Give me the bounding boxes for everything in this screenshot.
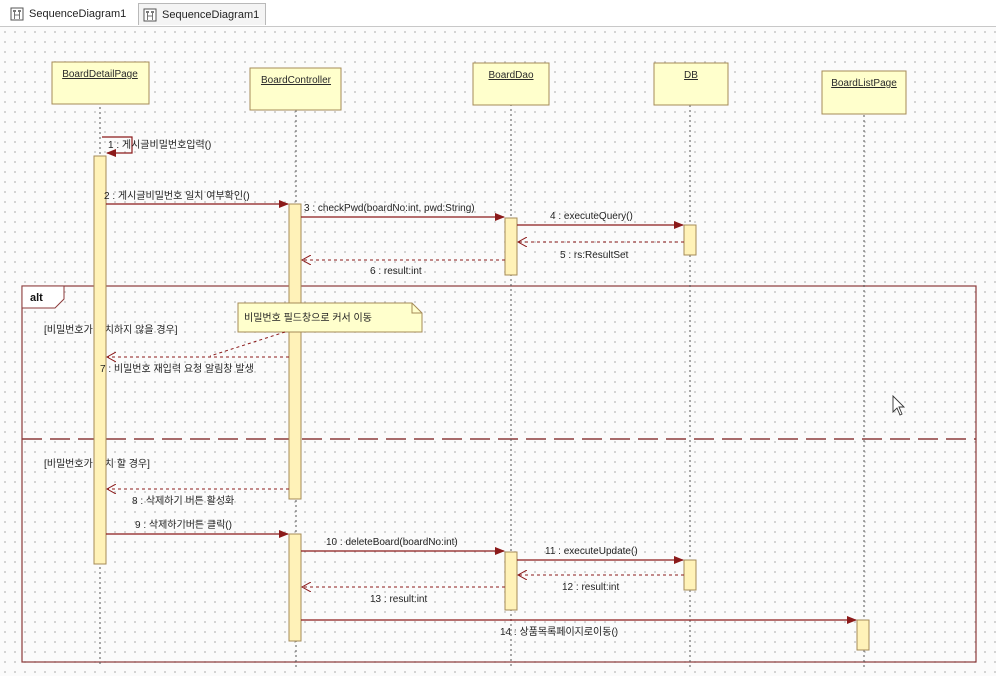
note-box[interactable] bbox=[237, 302, 423, 333]
activation-board-list-page[interactable] bbox=[856, 619, 870, 651]
tab-sequence-diagram-1[interactable]: SequenceDiagram1 bbox=[6, 3, 132, 25]
message-5-label: 5 : rs:ResultSet bbox=[560, 250, 629, 261]
lifeline-name: BoardController bbox=[261, 75, 332, 86]
lifeline-name: BoardListPage bbox=[831, 78, 897, 89]
lifeline-head-board-dao[interactable] bbox=[472, 62, 550, 106]
message-1-label: 1 : 게시글비밀번호입력() bbox=[108, 138, 211, 151]
lifeline-name: BoardDetailPage bbox=[62, 69, 138, 80]
message-2-label: 2 : 게시글비밀번호 일치 여부확인() bbox=[104, 190, 250, 202]
message-11-label: 11 : executeUpdate() bbox=[545, 546, 638, 557]
sequence-diagram: alt [비밀번호가 일치하지 않을 경우] [비밀번호가 일치 할 경우] B… bbox=[21, 61, 977, 667]
tab-sequence-diagram-1-active[interactable]: SequenceDiagram1 bbox=[138, 3, 267, 25]
lifeline-name: BoardDao bbox=[488, 70, 533, 81]
note-fold bbox=[411, 303, 422, 314]
message-4-label: 4 : executeQuery() bbox=[550, 211, 633, 222]
activation-board-dao-2[interactable] bbox=[504, 551, 518, 611]
diagram-icon bbox=[143, 8, 157, 22]
alt-condition-not-match: [비밀번호가 일치하지 않을 경우] bbox=[44, 323, 178, 336]
note-text: 비밀번호 필드창으로 커서 이동 bbox=[244, 312, 372, 324]
lifeline-name: DB bbox=[684, 70, 698, 81]
message-14-label: 14 : 상품목록페이지로이동() bbox=[500, 626, 618, 638]
lifeline-head-db[interactable] bbox=[653, 62, 729, 106]
diagram-icon bbox=[10, 7, 24, 21]
editor-tab-bar: SequenceDiagram1 SequenceDiagram1 bbox=[0, 0, 996, 27]
message-8-label: 8 : 삭제하기 버튼 활성화 bbox=[132, 494, 234, 507]
alt-frame-tag bbox=[21, 285, 65, 309]
alt-frame[interactable] bbox=[21, 285, 977, 663]
message-6-label: 6 : result:int bbox=[370, 266, 422, 277]
activation-db-1[interactable] bbox=[683, 224, 697, 256]
activation-db-2[interactable] bbox=[683, 559, 697, 591]
mouse-cursor-icon bbox=[892, 394, 906, 416]
note-anchor-line bbox=[209, 331, 286, 357]
diagram-canvas[interactable]: alt [비밀번호가 일치하지 않을 경우] [비밀번호가 일치 할 경우] B… bbox=[0, 27, 996, 676]
tab-label: SequenceDiagram1 bbox=[162, 8, 260, 21]
message-1-arrow[interactable] bbox=[102, 136, 133, 157]
activation-board-detail-page[interactable] bbox=[93, 155, 107, 565]
tab-label: SequenceDiagram1 bbox=[29, 8, 127, 20]
lifeline-head-board-detail-page[interactable] bbox=[51, 61, 150, 105]
message-7-label: 7 : 비밀번호 재입력 요청 알림창 발생 bbox=[100, 362, 254, 375]
lifeline-head-board-controller[interactable] bbox=[249, 67, 342, 111]
message-10-label: 10 : deleteBoard(boardNo:int) bbox=[326, 537, 458, 548]
message-9-label: 9 : 삭제하기버튼 클릭() bbox=[135, 518, 232, 531]
message-13-label: 13 : result:int bbox=[370, 594, 427, 605]
activation-board-dao-1[interactable] bbox=[504, 217, 518, 276]
alt-label: alt bbox=[30, 292, 43, 304]
message-3-label: 3 : checkPwd(boardNo:int, pwd:String) bbox=[304, 203, 475, 214]
activation-board-controller-1[interactable] bbox=[288, 203, 302, 500]
lifeline-head-board-list-page[interactable] bbox=[821, 70, 907, 115]
message-12-label: 12 : result:int bbox=[562, 582, 619, 593]
activation-board-controller-2[interactable] bbox=[288, 533, 302, 642]
